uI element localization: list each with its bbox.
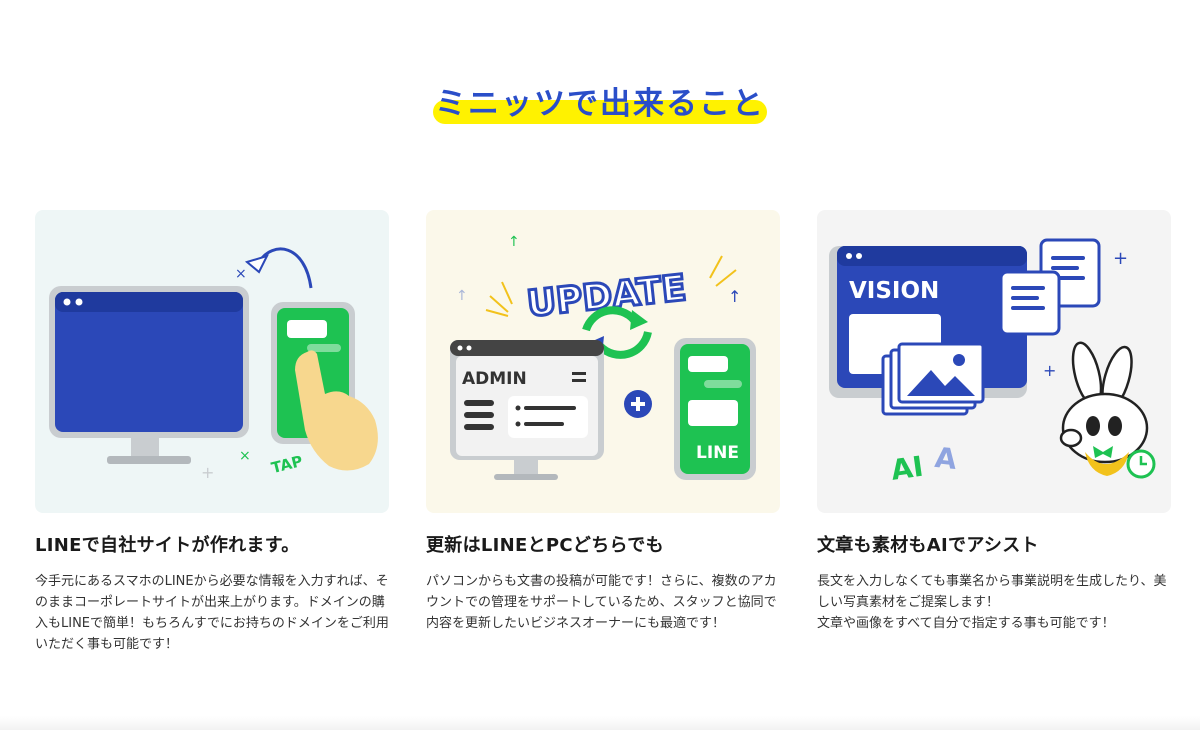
svg-text:×: × (235, 266, 247, 282)
card-title: 文章も素材もAIでアシスト (817, 535, 1039, 556)
feature-card-ai-assist: VISION + + AI A (817, 210, 1171, 634)
title-highlight (433, 100, 767, 124)
section-bottom-edge (0, 716, 1200, 730)
feature-card-update: UPDATE ↑ ↑ ↑ ADMIN (426, 210, 780, 634)
svg-text:↑: ↑ (456, 288, 468, 304)
tap-label: TAP (269, 452, 304, 477)
card-title: 更新はLINEとPCどちらでも (426, 535, 664, 556)
illustration-update: UPDATE ↑ ↑ ↑ ADMIN (426, 210, 780, 513)
card-body: パソコンからも文書の投稿が可能です！さらに、複数のアカウントでの管理をサポートし… (426, 574, 777, 631)
ai-label: AI (889, 450, 925, 487)
a-label: A (933, 441, 958, 476)
monitor-phone-tap-illustration: × × + TAP (49, 247, 378, 482)
update-label: UPDATE (525, 268, 688, 325)
svg-text:↑: ↑ (508, 234, 520, 250)
svg-text:↑: ↑ (728, 287, 741, 306)
card-body: 今手元にあるスマホのLINEから必要な情報を入力すれば、そのままコーポレートサイ… (35, 574, 389, 652)
illustration-line-site: × × + TAP (35, 210, 389, 513)
svg-text:×: × (239, 448, 251, 464)
svg-text:+: + (1043, 361, 1056, 380)
section-title: ミニッツで出来ること (435, 86, 765, 122)
line-label: LINE (696, 443, 739, 463)
update-admin-line-illustration: UPDATE ↑ ↑ ↑ ADMIN (450, 234, 756, 480)
illustration-ai-assist: VISION + + AI A (817, 210, 1171, 513)
vision-ai-rabbit-illustration: VISION + + AI A (829, 238, 1156, 487)
vision-label: VISION (849, 278, 939, 304)
section-heading: ミニッツで出来ること (0, 78, 1200, 124)
admin-label: ADMIN (462, 369, 527, 389)
card-title: LINEで自社サイトが作れます。 (35, 535, 300, 556)
svg-text:+: + (201, 463, 214, 482)
card-body: 長文を入力しなくても事業名から事業説明を生成したり、美しい写真素材をご提案します… (817, 574, 1167, 631)
feature-card-line-site: × × + TAP LINEで自社サイトが作れます。 今手元にあるスマホのLIN… (35, 210, 389, 655)
svg-text:+: + (1113, 248, 1128, 269)
